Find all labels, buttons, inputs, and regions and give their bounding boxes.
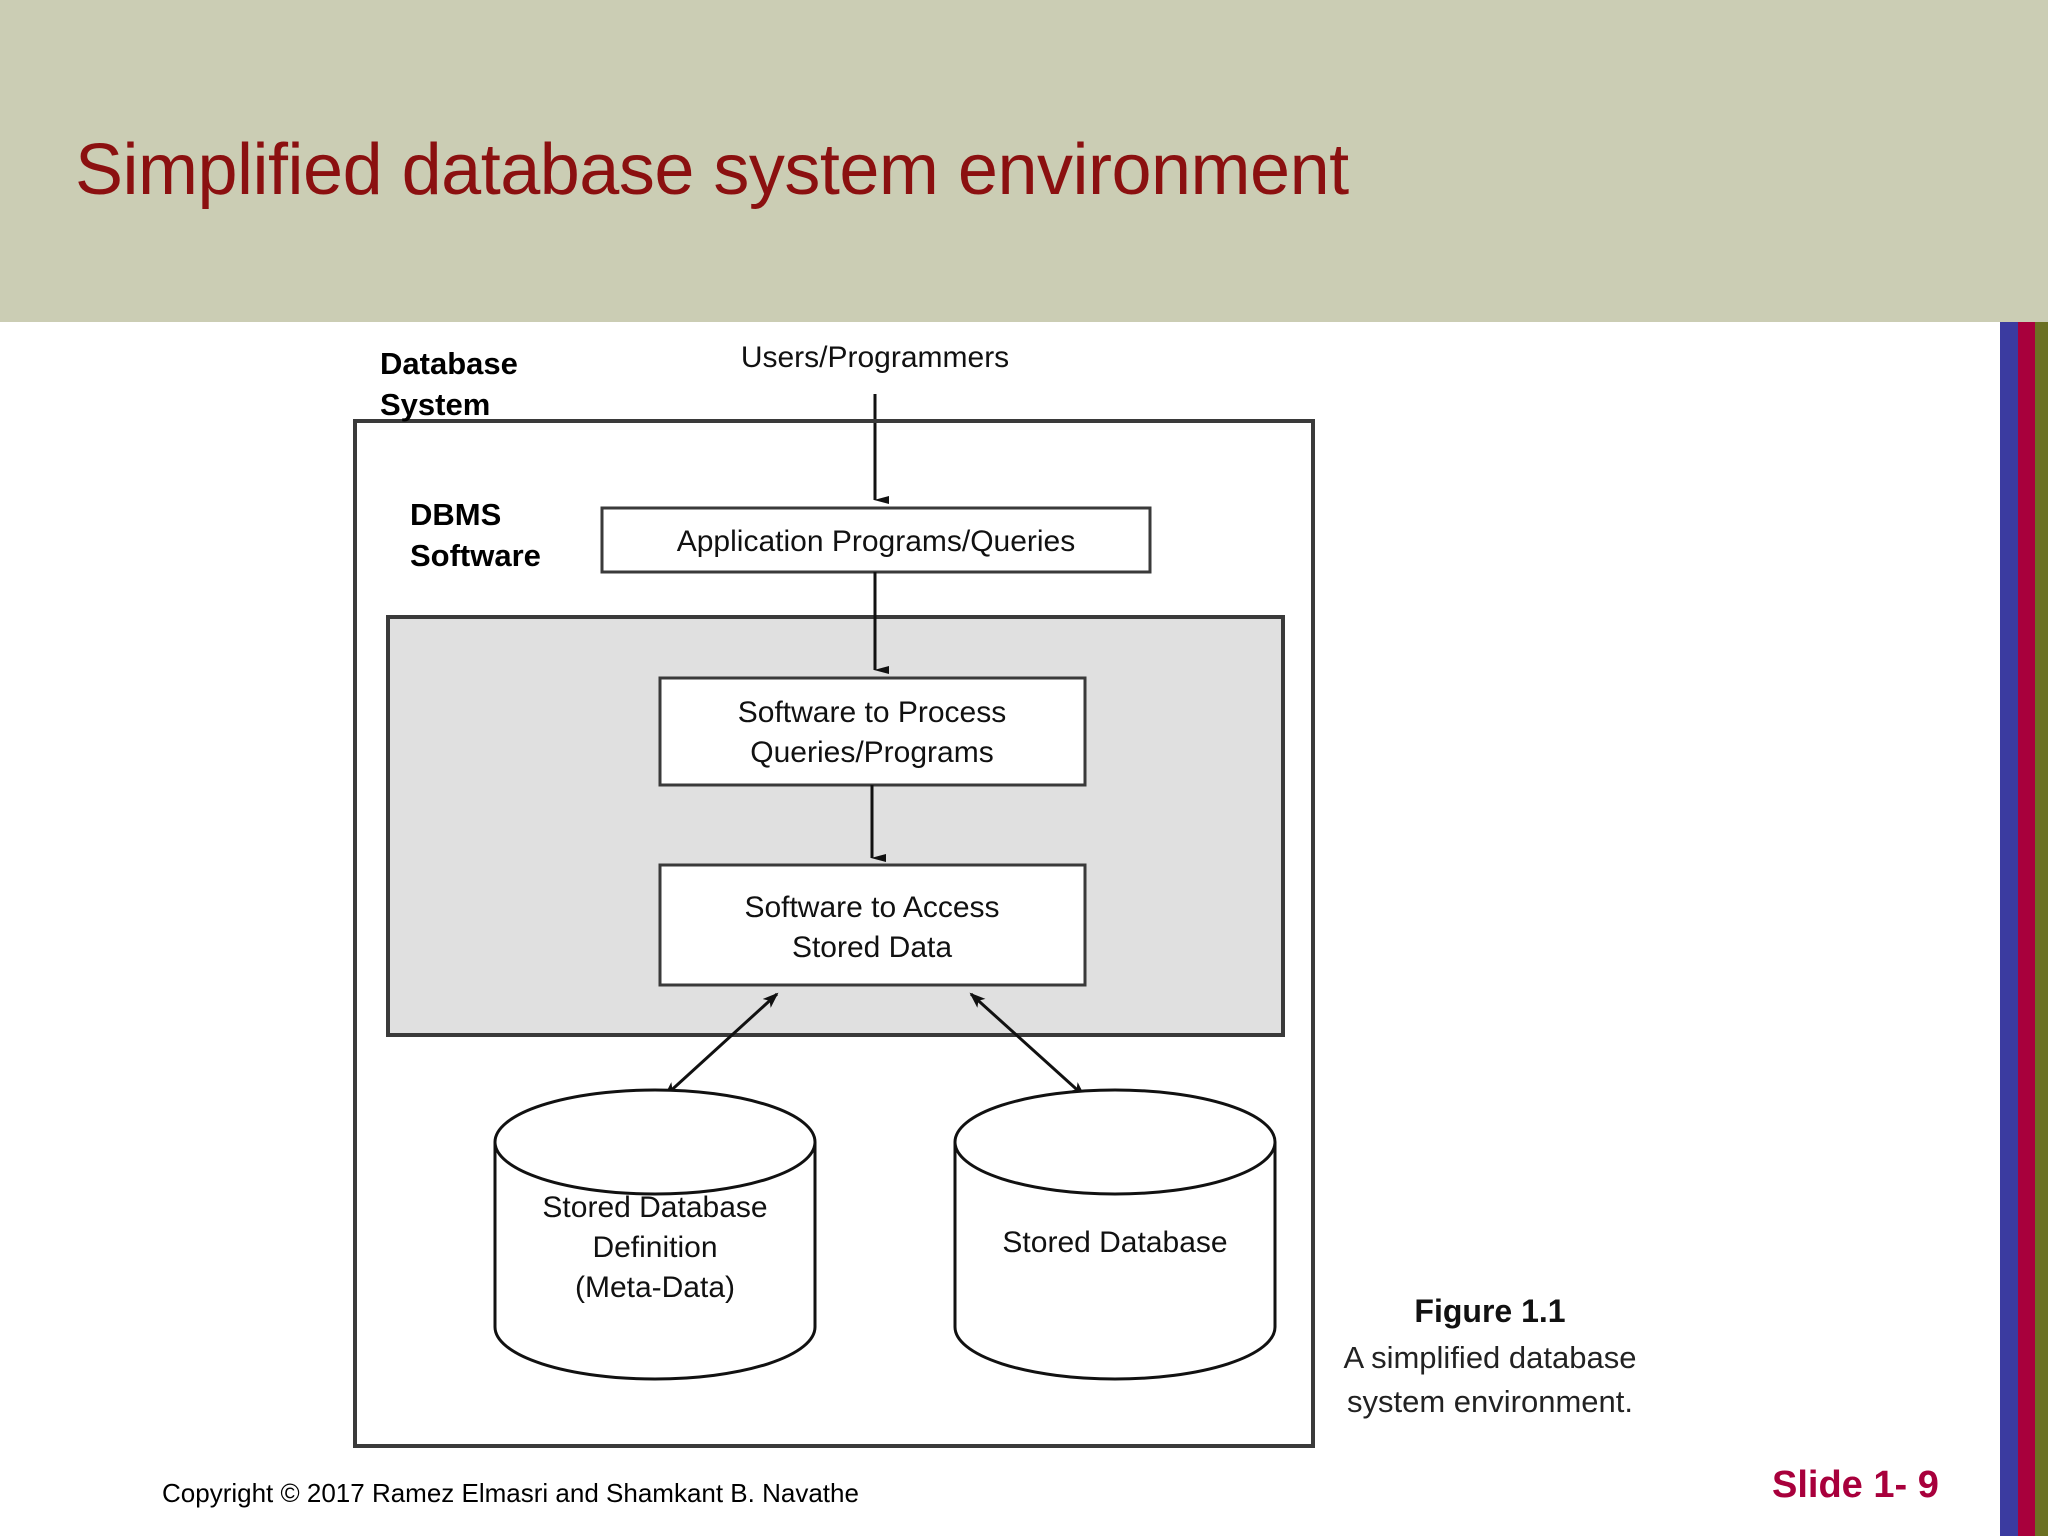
accent-bar-olive [2035,322,2048,1536]
dbms-software-label-line2: Software [410,538,541,573]
copyright-notice: Copyright © 2017 Ramez Elmasri and Shamk… [162,1478,859,1508]
software-to-process-label-line2: Queries/Programs [750,736,993,769]
stored-database-definition-cylinder: Stored Database Definition (Meta-Data) [493,1088,817,1381]
metadata-cylinder-label-line3: (Meta-Data) [575,1271,735,1304]
stored-database-cylinder-label: Stored Database [1002,1226,1227,1259]
application-programs-label: Application Programs/Queries [677,525,1076,558]
figure-caption-line2: system environment. [1347,1384,1633,1419]
database-system-label-line2: System [380,387,490,422]
application-programs-box [600,506,1152,574]
arrow-access-to-metadata [663,992,779,1098]
software-to-access-label-line1: Software to Access [744,891,999,924]
figure-container: Users/Programmers Database System DBMS S… [0,322,1760,1452]
figure-caption: Figure 1.1 A simplified database system … [1344,1293,1637,1419]
figure-caption-number: Figure 1.1 [1414,1293,1565,1329]
title-band: Simplified database system environment [0,0,2048,322]
figure-caption-line1: A simplified database [1344,1340,1637,1375]
dbms-software-label-line1: DBMS [410,497,501,532]
accent-bar-group [2000,322,2048,1536]
arrow-access-to-database [969,992,1086,1098]
stored-database-cylinder: Stored Database [953,1088,1277,1381]
software-to-access-box [658,863,1087,987]
page-title: Simplified database system environment [75,130,1349,210]
users-programmers-label: Users/Programmers [741,341,1009,374]
slide-number: Slide 1- 9 [1772,1464,1939,1506]
database-system-box [353,419,1315,1448]
database-system-label-line1: Database [380,346,518,381]
metadata-cylinder-label-line1: Stored Database [542,1191,767,1224]
accent-bar-crimson [2018,322,2035,1536]
software-to-process-label-line1: Software to Process [738,696,1006,729]
accent-bar-blue [2000,322,2018,1536]
software-to-process-box [658,676,1087,787]
database-system-diagram: Users/Programmers Database System DBMS S… [353,341,1637,1448]
software-to-access-label-line2: Stored Data [792,931,952,964]
metadata-cylinder-label-line2: Definition [592,1231,717,1264]
